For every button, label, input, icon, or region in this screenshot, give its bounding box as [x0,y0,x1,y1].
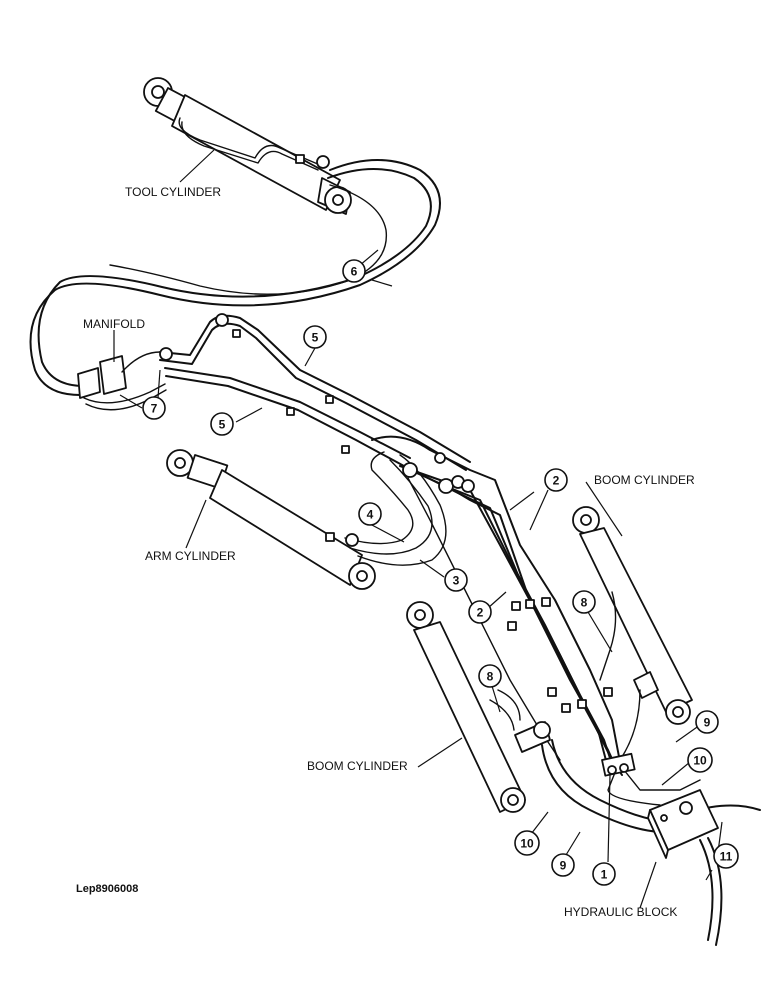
label-hydraulic-block: HYDRAULIC BLOCK [564,905,677,919]
label-boom-cylinder-right: BOOM CYLINDER [594,473,695,487]
callout-8b-text: 8 [487,670,494,684]
callout-6: 6 [342,259,366,283]
callout-1: 1 [592,862,616,886]
callout-10b: 10 [514,830,540,856]
hydraulic-block [647,789,723,946]
callout-8a: 8 [572,590,596,614]
callout-6-text: 6 [351,265,358,279]
callout-11-text: 11 [720,850,733,864]
callout-8a-text: 8 [581,596,588,610]
callout-10a-text: 10 [693,754,707,768]
callout-5a-text: 5 [312,331,319,345]
tubes-2 [371,435,623,776]
callout-5a: 5 [303,325,327,349]
callout-9b: 9 [551,853,575,877]
callout-10a: 10 [687,747,713,773]
reference-code: Lep8906008 [76,883,138,895]
callout-7: 7 [142,396,166,420]
label-boom-cylinder-left: BOOM CYLINDER [307,759,408,773]
callout-4-text: 4 [367,508,374,522]
label-arm-cylinder: ARM CYLINDER [145,549,236,563]
callout-9b-text: 9 [560,859,567,873]
callout-11: 11 [713,843,739,869]
manifold [77,351,167,411]
boom-cylinder-left [406,601,551,813]
tube-5 [159,313,471,471]
callout-10b-text: 10 [520,837,534,851]
label-tool-cylinder: TOOL CYLINDER [125,185,221,199]
hose-loop-6 [29,159,441,396]
callout-9a-text: 9 [704,716,711,730]
callout-9a: 9 [695,710,719,734]
callout-4: 4 [358,502,382,526]
tool-cylinder [143,77,352,215]
connector-1 [601,752,636,777]
callout-2a: 2 [544,468,568,492]
leader-lines [113,149,723,909]
callout-2b: 2 [468,600,492,624]
boom-cylinder-right [572,506,693,761]
callout-3: 3 [444,568,468,592]
callout-2a-text: 2 [553,474,560,488]
callout-5b-text: 5 [219,418,226,432]
label-manifold: MANIFOLD [83,317,145,331]
callout-1-text: 1 [601,868,608,882]
callout-8b: 8 [478,664,502,688]
callout-3-text: 3 [453,574,460,588]
arm-cylinder [166,449,447,590]
callout-5b: 5 [210,412,234,436]
callout-7-text: 7 [151,402,158,416]
callout-2b-text: 2 [477,606,484,620]
